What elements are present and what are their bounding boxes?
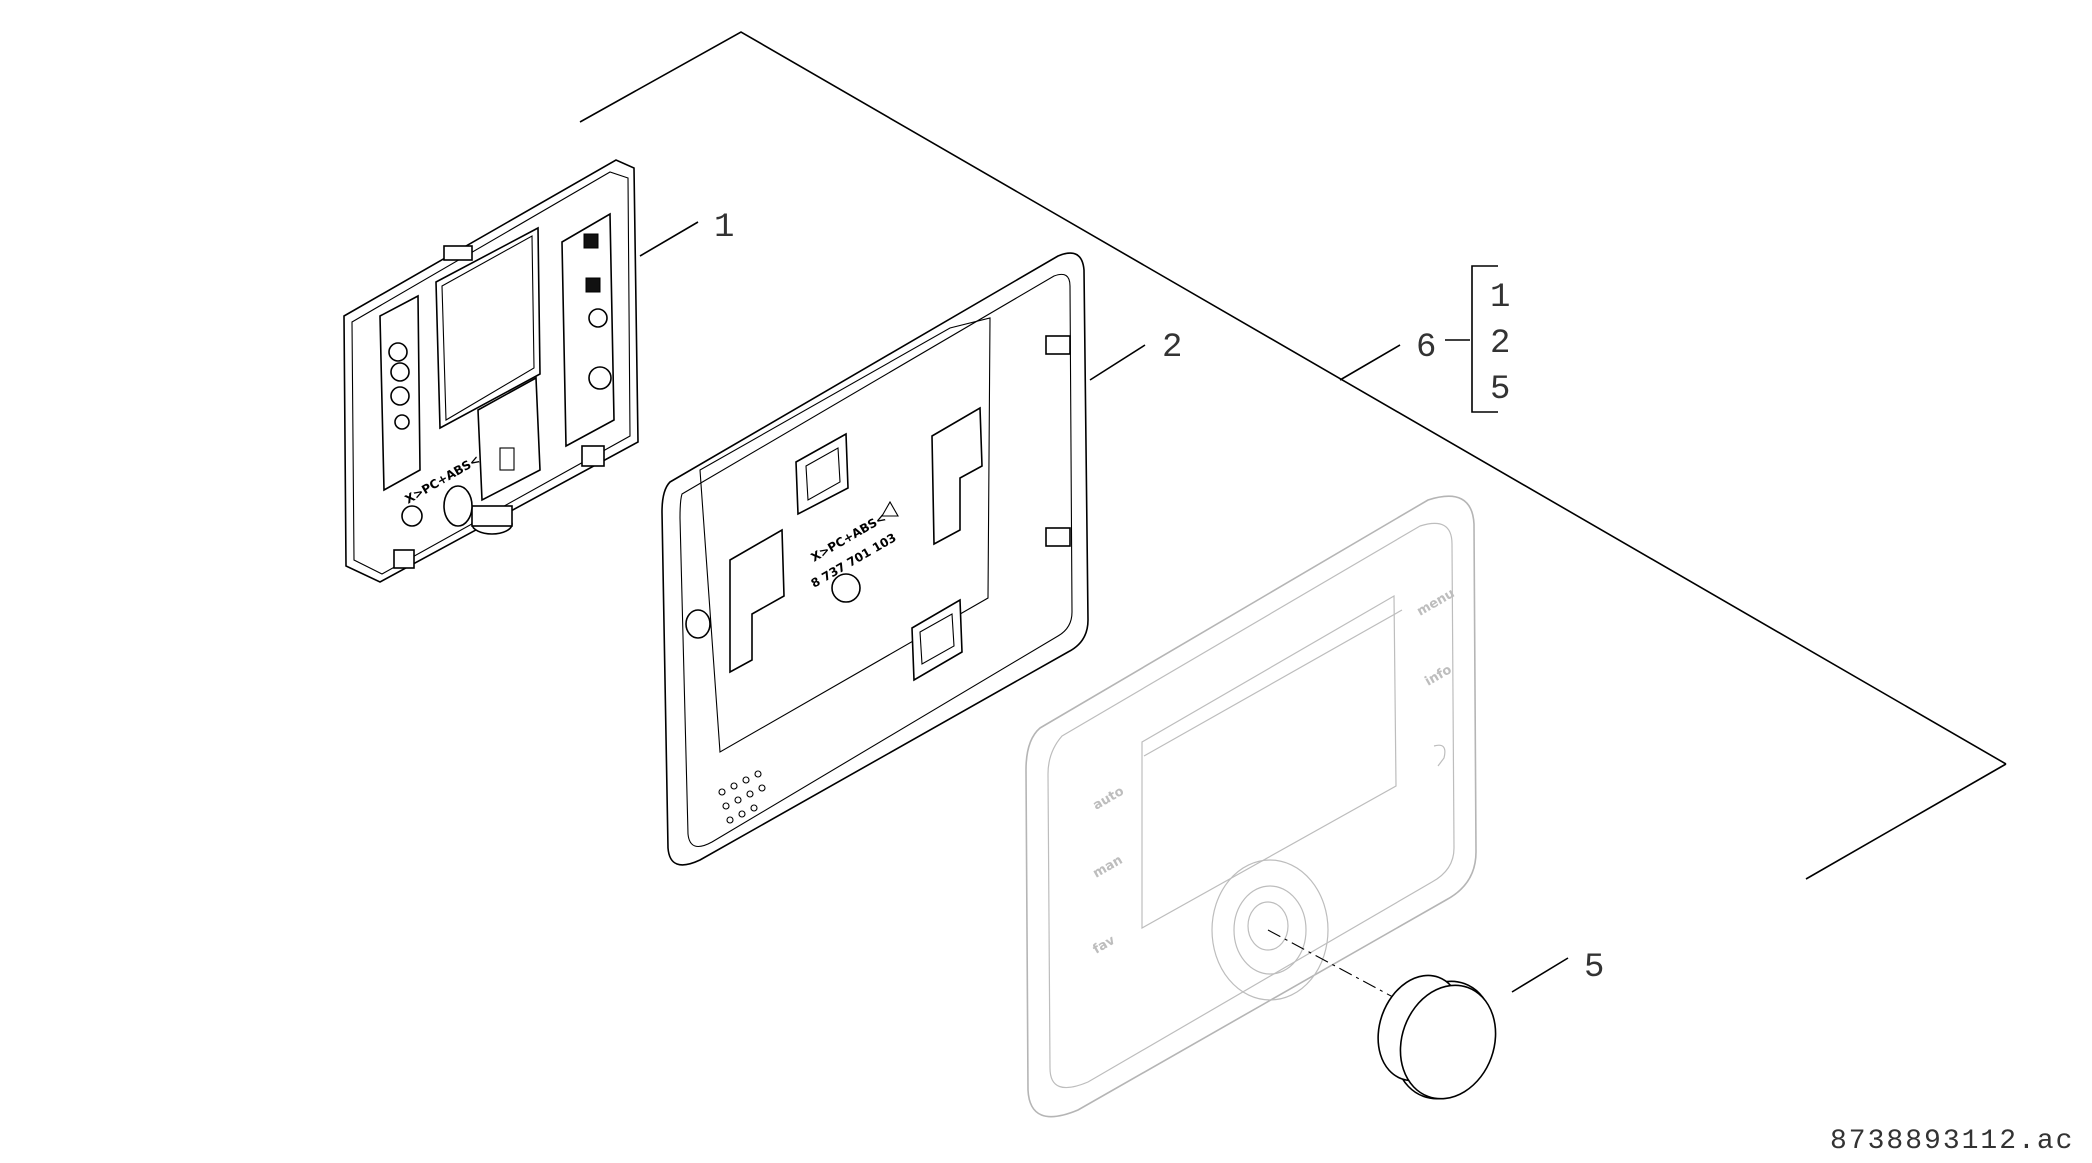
callout-1: 1 [714, 209, 734, 247]
callout-6: 6 [1416, 329, 1436, 367]
set-bracket [1471, 265, 1498, 413]
callout-5: 5 [1584, 949, 1604, 987]
callout-2: 2 [1162, 329, 1182, 367]
controller-front-unit: menu info auto man fav [1025, 495, 1477, 1118]
knob-cap [1267, 929, 1497, 1100]
rear-housing: X>PC+ABS< 8 737 701 103 [661, 252, 1089, 866]
drawing-reference-number: 8738893112.ac [1830, 1126, 2074, 1157]
set-item-1: 1 [1490, 279, 1510, 317]
set-item-2: 2 [1490, 325, 1510, 363]
vent-holes [718, 770, 766, 824]
back-arrow-icon [1433, 744, 1446, 767]
wall-mounting-base: X>PC+ABS< [343, 159, 639, 583]
set-item-3: 5 [1490, 371, 1510, 409]
set-outline [579, 31, 2007, 880]
leader-lines [639, 221, 1569, 993]
